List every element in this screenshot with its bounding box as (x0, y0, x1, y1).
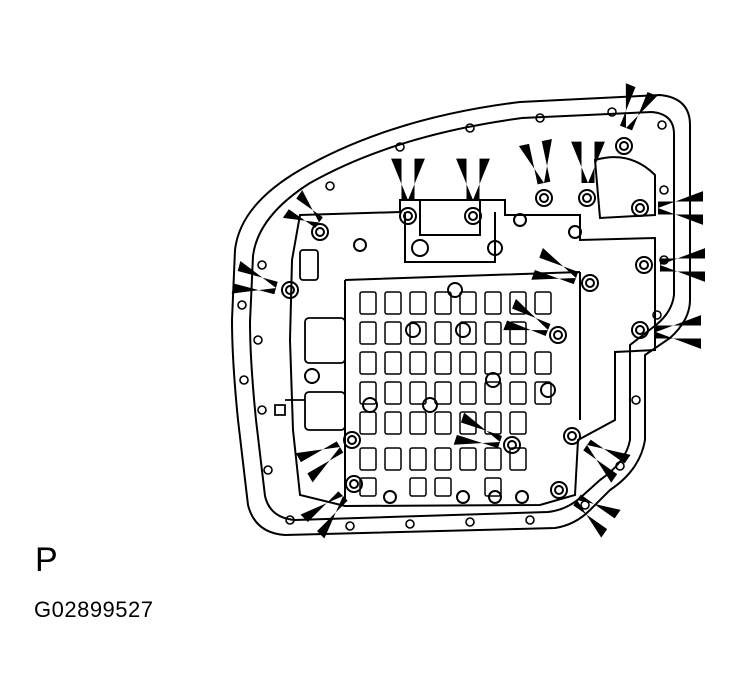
bolt-pointer-arrow-icon (295, 441, 344, 483)
bolt-pointer-arrow-icon (300, 491, 348, 539)
valve-body-passage-grid (359, 291, 552, 497)
view-letter-label: P (35, 541, 58, 579)
oil-pan-gasket-outline (230, 93, 691, 537)
bolt-pointer-arrow-icon (282, 190, 323, 228)
bolt-pointer-arrow-icon (456, 158, 490, 200)
bolt-pointer-arrow-icon (453, 412, 503, 449)
bolt-pointer-arrows (231, 83, 705, 539)
bolt-pointer-arrow-icon (583, 439, 631, 483)
bolt-pointer-arrow-icon (571, 141, 605, 183)
bolt-pointer-arrow-icon (656, 315, 701, 349)
bolt-pointer-arrow-icon (660, 248, 705, 282)
bolt-pointer-arrow-icon (619, 83, 658, 131)
figure-code-label: G02899527 (34, 597, 154, 622)
bolt-pointer-arrow-icon (231, 260, 278, 295)
bolt-pointer-arrow-icon (503, 298, 551, 337)
bolt-heads (281, 137, 653, 504)
bolt-pointer-arrow-icon (391, 158, 425, 200)
bolt-pointer-arrow-icon (531, 247, 579, 285)
bolt-pointer-arrow-icon (573, 494, 621, 538)
valve-body-housing (288, 156, 656, 508)
bolt-pointer-arrow-icon (518, 138, 552, 185)
bolt-pointer-arrow-icon (658, 191, 703, 225)
solenoid-assembly (274, 249, 346, 431)
